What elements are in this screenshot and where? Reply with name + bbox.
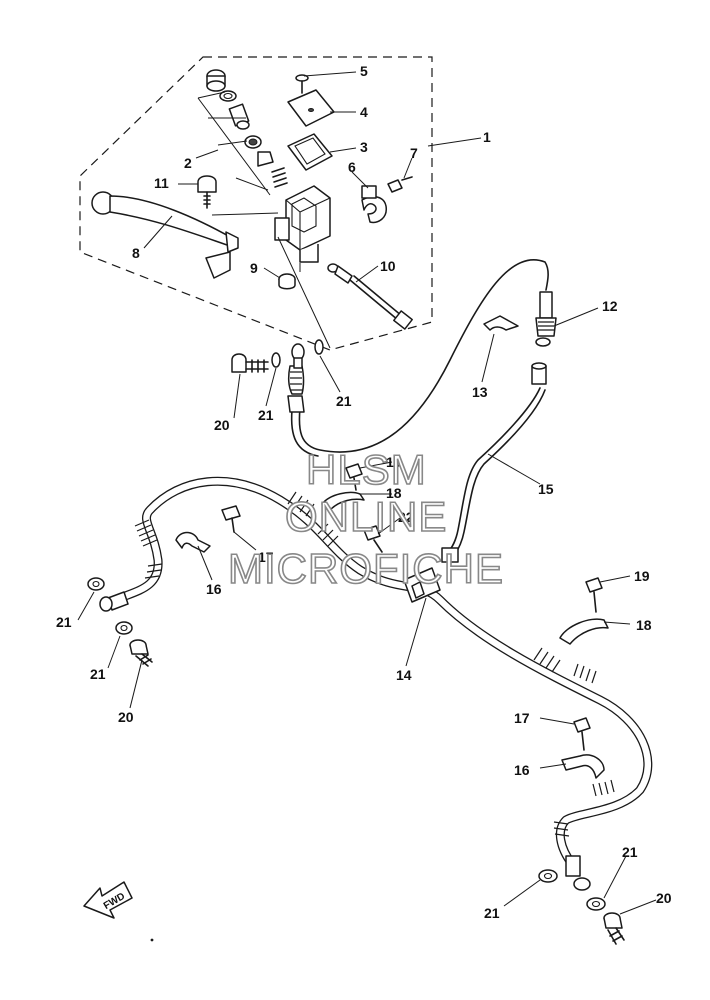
callout-9: 9 [250,260,258,276]
callout-21c: 21 [56,614,72,630]
cover-screw [295,74,309,94]
hose-joint [403,567,441,603]
hose-clamp-lower [561,754,605,779]
watermark-line-3: MICROFICHE [228,545,504,592]
clamp-bolt-upper [221,505,241,533]
callout-19b: 19 [634,568,650,584]
master-cylinder-body [274,185,331,263]
leader-lines [77,71,657,915]
callout-6: 6 [348,159,356,175]
callout-17a: 17 [258,549,274,565]
clamp-bolt-lower [573,717,591,751]
assembly-boundary [79,56,433,351]
stray-dot [150,938,154,942]
lever-pivot-bolt [197,175,217,209]
watermark-line-2: ONLINE [285,493,447,540]
pivot-nut [278,273,296,290]
callout-8: 8 [132,245,140,261]
piston-kit [197,69,288,196]
hose-clamp-upper [175,531,211,553]
callout-2: 2 [184,155,192,171]
callout-18b: 18 [636,617,652,633]
upper-brake-hose [287,259,557,457]
callout-20a: 20 [214,417,230,433]
callout-4: 4 [360,104,368,120]
callout-22: 22 [398,509,414,525]
brake-light-switch [327,263,413,330]
callout-13: 13 [472,384,488,400]
forward-direction-badge: FWD [83,881,133,919]
callout-3: 3 [360,139,368,155]
union-bolt-lower [538,869,625,945]
callout-16b: 16 [514,762,530,778]
callout-17b: 17 [514,710,530,726]
callout-10: 10 [380,258,396,274]
callout-14: 14 [396,667,412,683]
callout-7: 7 [410,145,418,161]
callout-16a: 16 [206,581,222,597]
callout-21e: 21 [484,905,500,921]
callout-18a: 18 [386,485,402,501]
union-bolt-left [87,577,153,667]
callout-12: 12 [602,298,618,314]
callout-20c: 20 [656,890,672,906]
watermark-line-1: HLSM [306,446,427,493]
hose-guide-upper [321,491,365,511]
callout-21a: 21 [258,407,274,423]
callout-labels: 1 2 3 4 5 6 7 8 9 10 11 12 13 14 15 16 1… [56,63,672,921]
callout-21b: 21 [336,393,352,409]
joint-bolt [363,525,383,553]
callout-1: 1 [483,129,491,145]
forward-arrow-icon [83,881,133,919]
watermark: HLSM ONLINE MICROFICHE [227,445,504,593]
callout-19a: 19 [386,454,402,470]
guide-bolt-right [585,577,603,613]
clamp-bolt [387,176,413,193]
union-bolt-upper [231,339,324,373]
guide-bolt-upper [345,463,363,491]
clamp-holder [361,185,387,224]
callout-21d: 21 [90,666,106,682]
callout-20b: 20 [118,709,134,725]
callout-15: 15 [538,481,554,497]
pipe-clip-upper [483,315,519,331]
callout-11: 11 [154,175,169,191]
callout-21f: 21 [622,844,638,860]
hose-guide-right [559,618,609,645]
brake-pipe [441,362,547,563]
brake-lever [91,191,239,279]
callout-5: 5 [360,63,368,79]
diaphragm [287,133,333,171]
